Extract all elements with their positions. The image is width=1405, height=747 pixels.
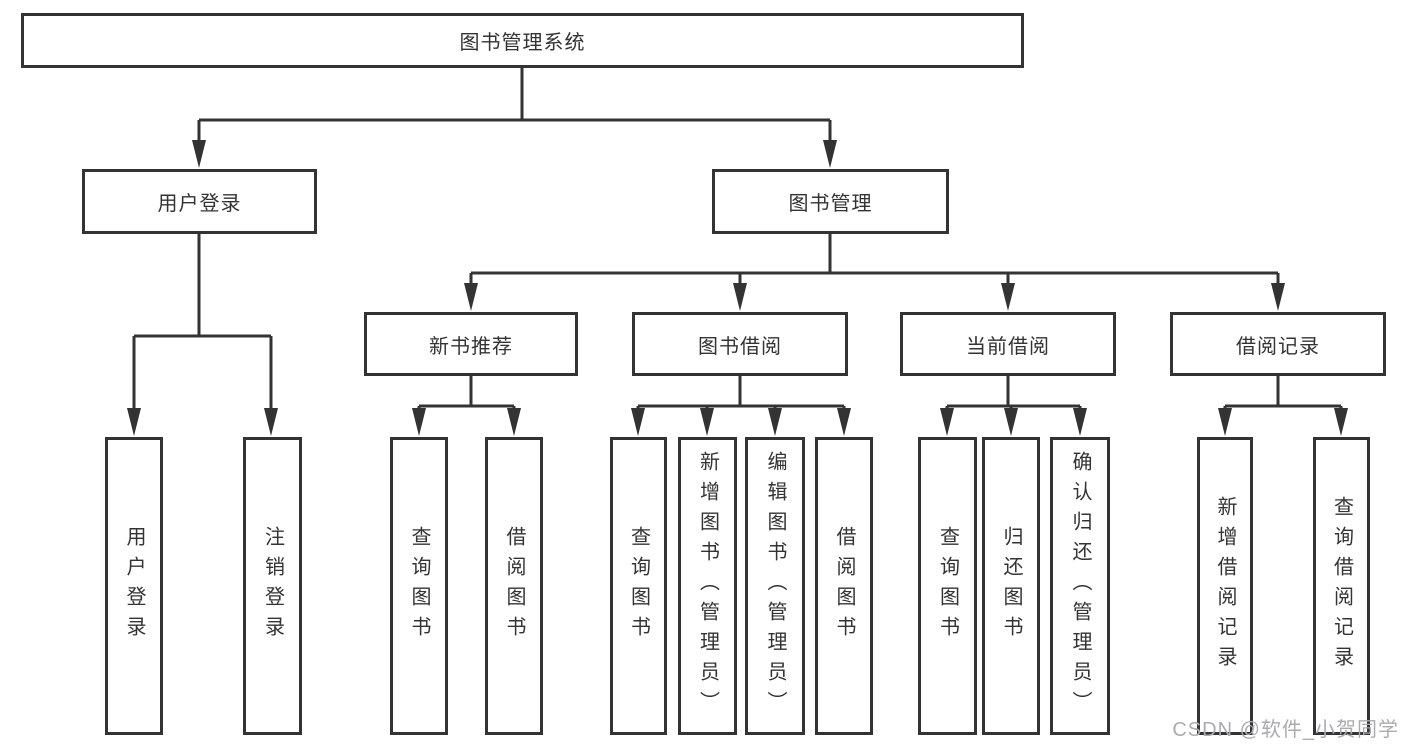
- csdn-watermark: CSDN @软件_小贺同学: [1172, 719, 1399, 741]
- arrowhead: [507, 408, 521, 436]
- arrowhead: [412, 408, 426, 436]
- connector-borrow-children: [631, 376, 851, 436]
- arrowhead: [464, 283, 478, 311]
- node-root-label: 图书管理系统: [459, 32, 586, 54]
- leaf-current-query-book-label: 查询图书: [936, 526, 959, 646]
- leaf-recommend-borrow-book: 借阅图书: [485, 437, 543, 735]
- leaf-recommend-query-book-label: 查询图书: [408, 526, 430, 646]
- node-user-login: 用户登录: [82, 169, 317, 234]
- arrowhead: [264, 408, 278, 436]
- node-new-book-recommend: 新书推荐: [364, 312, 578, 376]
- arrowhead: [823, 140, 837, 168]
- leaf-borrow-add-book-label: 新增图书（管理员）: [696, 451, 719, 721]
- arrowhead: [1001, 283, 1015, 311]
- arrowhead: [837, 408, 851, 436]
- connector-book-management-children: [464, 233, 1285, 311]
- leaf-recommend-query-book: 查询图书: [390, 437, 448, 735]
- leaf-logout-label: 注销登录: [261, 526, 284, 646]
- arrowhead: [733, 283, 747, 311]
- leaf-current-return-book: 归还图书: [982, 437, 1040, 735]
- node-book-management-label: 图书管理: [788, 193, 873, 215]
- leaf-user-login-label: 用户登录: [123, 526, 145, 646]
- leaf-record-query: 查询借阅记录: [1313, 437, 1370, 735]
- leaf-record-query-label: 查询借阅记录: [1330, 496, 1353, 676]
- leaf-user-login: 用户登录: [105, 437, 163, 735]
- leaf-current-confirm-return: 确认归还（管理员）: [1050, 437, 1110, 735]
- node-user-login-label: 用户登录: [157, 193, 242, 215]
- leaf-logout: 注销登录: [243, 437, 302, 735]
- connector-recommend-children: [412, 376, 521, 436]
- leaf-borrow-borrow-book: 借阅图书: [815, 437, 873, 735]
- arrowhead: [1218, 408, 1232, 436]
- node-current-borrow: 当前借阅: [900, 312, 1116, 376]
- node-root: 图书管理系统: [21, 13, 1024, 68]
- leaf-current-query-book: 查询图书: [918, 437, 977, 735]
- leaf-current-return-book-label: 归还图书: [1000, 526, 1022, 646]
- connector-record-children: [1218, 376, 1348, 436]
- arrowhead: [1334, 408, 1348, 436]
- leaf-borrow-add-book: 新增图书（管理员）: [678, 437, 737, 735]
- leaf-borrow-edit-book-label: 编辑图书（管理员）: [764, 451, 786, 721]
- arrowhead: [127, 408, 141, 436]
- leaf-borrow-query-book: 查询图书: [610, 437, 667, 735]
- arrowhead: [700, 408, 714, 436]
- node-new-book-recommend-label: 新书推荐: [429, 335, 513, 358]
- node-book-management: 图书管理: [712, 169, 949, 234]
- leaf-current-confirm-return-label: 确认归还（管理员）: [1069, 451, 1091, 721]
- arrowhead: [768, 408, 782, 436]
- leaf-borrow-query-book-label: 查询图书: [627, 526, 650, 646]
- connector-user-login-children: [127, 234, 278, 436]
- arrowhead: [1004, 408, 1018, 436]
- arrowhead: [192, 140, 206, 168]
- leaf-recommend-borrow-book-label: 借阅图书: [503, 526, 525, 646]
- node-book-borrow: 图书借阅: [632, 312, 848, 376]
- leaf-record-add-label: 新增借阅记录: [1214, 496, 1236, 676]
- node-borrow-record: 借阅记录: [1170, 312, 1386, 376]
- connector-root-to-level2: [192, 68, 837, 168]
- leaf-borrow-edit-book: 编辑图书（管理员）: [745, 437, 805, 735]
- node-current-borrow-label: 当前借阅: [966, 335, 1050, 358]
- connector-current-children: [940, 376, 1087, 436]
- arrowhead: [1073, 408, 1087, 436]
- arrowhead: [631, 408, 645, 436]
- node-borrow-record-label: 借阅记录: [1236, 335, 1320, 358]
- arrowhead: [1271, 283, 1285, 311]
- arrowhead: [940, 408, 954, 436]
- leaf-borrow-borrow-book-label: 借阅图书: [833, 526, 855, 646]
- node-book-borrow-label: 图书借阅: [698, 335, 782, 358]
- leaf-record-add: 新增借阅记录: [1197, 437, 1253, 735]
